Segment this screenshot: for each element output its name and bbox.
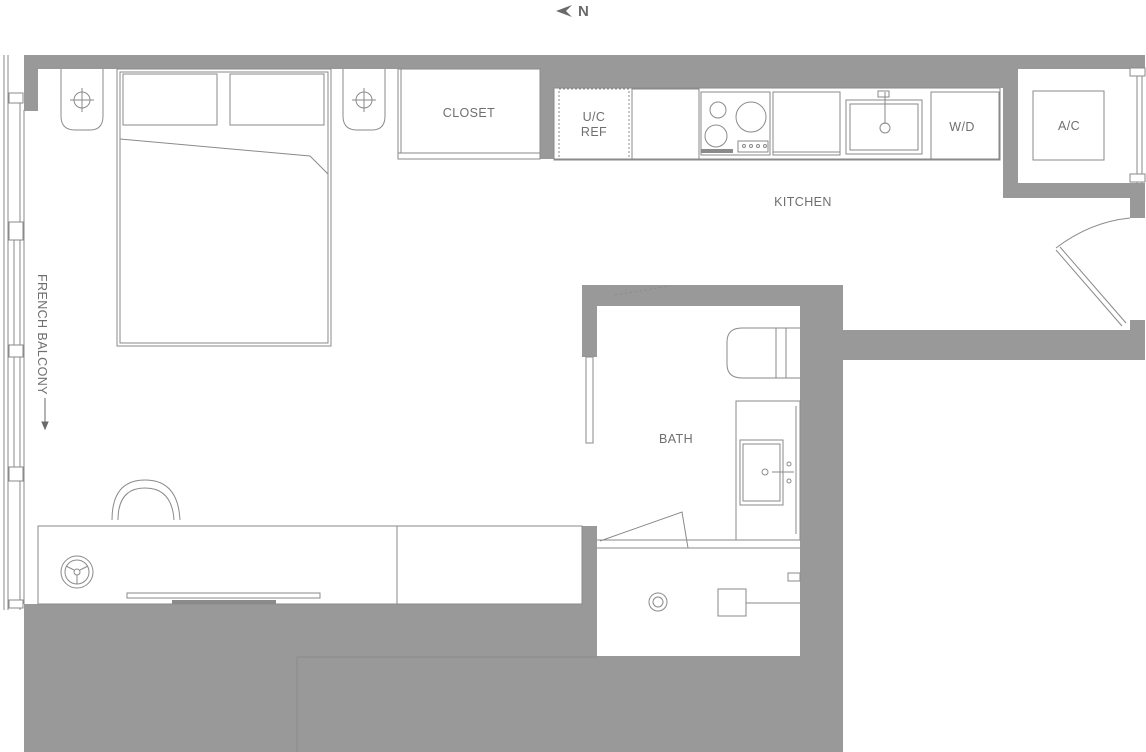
wall-corridor-bottom (813, 330, 1145, 360)
nightstand-right (342, 69, 386, 131)
kitchen-cooktop-fill (701, 149, 733, 153)
wall-bath-left (582, 285, 597, 357)
wall-ac-left (1003, 69, 1018, 198)
room-label-bath: BATH (659, 432, 693, 446)
desk-chair (111, 479, 181, 521)
wall-right-upper (1130, 183, 1145, 218)
room-label-kitchen: KITCHEN (774, 195, 832, 209)
room-label-ref-line2: REF (581, 125, 607, 139)
north-arrow-icon (556, 5, 572, 17)
closet (397, 68, 541, 160)
washer-dryer (930, 91, 1000, 161)
balcony-window (3, 55, 25, 610)
cooktop (700, 91, 771, 156)
wall-closet-divider (540, 69, 554, 159)
toilet (726, 327, 800, 379)
bed (116, 68, 332, 347)
nightstand-left (60, 69, 104, 131)
room-label-ref-line1: U/C (583, 110, 606, 124)
ac-window (1129, 67, 1146, 183)
ac-unit (1032, 90, 1105, 161)
wall-kitchen-back (540, 69, 1018, 88)
room-label-closet: CLOSET (443, 106, 495, 120)
room-label-ac: A/C (1058, 119, 1080, 133)
wall-left-top-pier (24, 55, 38, 111)
walls (24, 55, 1145, 752)
wall-bath-top (582, 285, 814, 306)
balcony-direction-arrow-icon (41, 398, 49, 431)
kitchen-sink (845, 99, 923, 155)
bath-fixtures (585, 327, 801, 617)
wall-bottom (24, 604, 597, 752)
shower-drain (648, 592, 668, 612)
wall-top (24, 55, 1145, 69)
room-label-washer-dryer: W/D (949, 120, 975, 134)
desk (37, 479, 583, 605)
bath-dashed-lines (614, 285, 671, 296)
entry-door (1055, 217, 1131, 327)
bottom-detail-lines (296, 656, 597, 752)
kitchen-counter (553, 87, 1001, 161)
room-label-french-balcony: FRENCH BALCONY (35, 274, 49, 395)
north-label: N (578, 3, 589, 20)
wall-ac-bottom (1003, 183, 1133, 198)
dishwasher (772, 91, 841, 156)
desk-base (172, 600, 276, 604)
wall-bottom-bath (582, 656, 843, 752)
